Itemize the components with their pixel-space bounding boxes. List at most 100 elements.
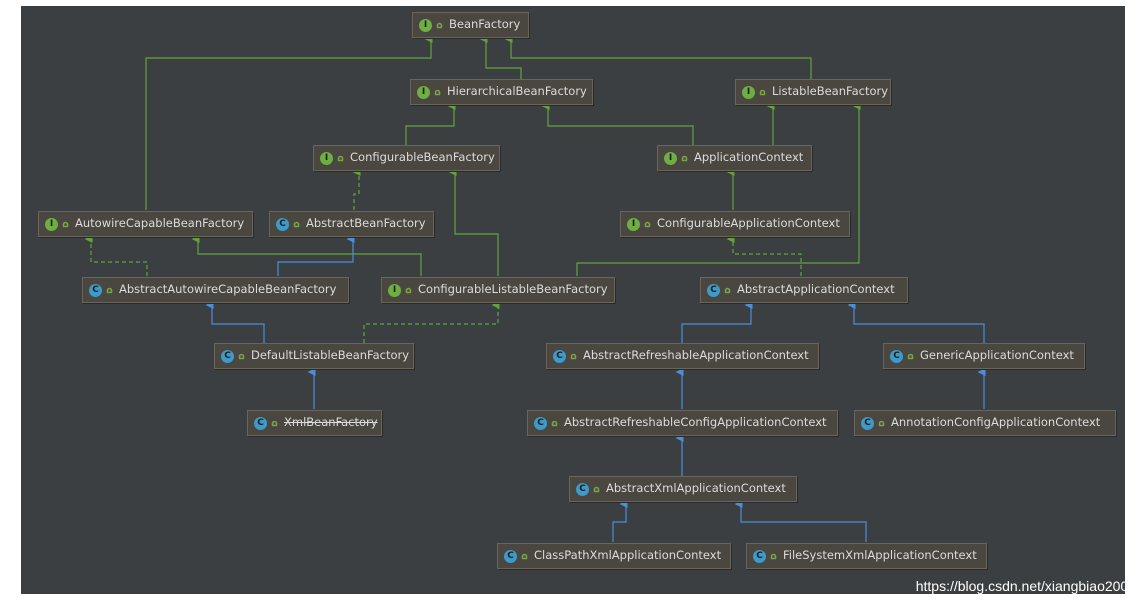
inheritance-edges xyxy=(84,35,986,542)
node-default-listable-bean-factory[interactable]: C DefaultListableBeanFactory xyxy=(214,343,414,369)
class-icon: C xyxy=(861,416,874,430)
class-icon: C xyxy=(576,482,589,496)
node-abstract-refreshable-application-context[interactable]: C AbstractRefreshableApplicationContext xyxy=(546,343,819,369)
class-icon: C xyxy=(276,217,289,231)
public-visibility-icon xyxy=(644,221,651,227)
public-visibility-icon xyxy=(405,287,412,293)
class-icon: C xyxy=(890,349,903,363)
node-abstract-application-context[interactable]: C AbstractApplicationContext xyxy=(700,277,908,303)
node-abstract-refreshable-config-application-context[interactable]: C AbstractRefreshableConfigApplicationCo… xyxy=(527,410,838,436)
interface-icon: I xyxy=(742,85,755,99)
class-icon: C xyxy=(221,349,234,363)
class-icon: C xyxy=(553,349,566,363)
edge-listable-to-beanfactory xyxy=(504,35,812,82)
edge-abstractautowire-to-autowire xyxy=(84,235,148,276)
node-label: FileSystemXmlApplicationContext xyxy=(783,548,977,563)
node-label: AbstractBeanFactory xyxy=(306,216,426,231)
interface-icon: I xyxy=(45,217,58,231)
interface-icon: I xyxy=(320,151,333,165)
node-abstract-bean-factory[interactable]: C AbstractBeanFactory xyxy=(269,211,434,237)
public-visibility-icon xyxy=(759,89,766,95)
diagram-canvas: I BeanFactory I HierarchicalBeanFactory … xyxy=(21,6,1125,594)
node-configurable-listable-bean-factory[interactable]: I ConfigurableListableBeanFactory xyxy=(381,277,615,303)
node-listable-bean-factory[interactable]: I ListableBeanFactory xyxy=(735,79,891,105)
class-icon: C xyxy=(504,549,517,563)
node-label: AbstractRefreshableApplicationContext xyxy=(583,348,809,363)
edge-configurablelistable-to-listable xyxy=(576,102,861,276)
public-visibility-icon xyxy=(238,353,245,359)
edge-abstractautowire-to-abstractbeanfactory xyxy=(277,235,355,276)
public-visibility-icon xyxy=(907,353,914,359)
node-abstract-autowire-capable-bean-factory[interactable]: C AbstractAutowireCapableBeanFactory xyxy=(82,277,349,303)
public-visibility-icon xyxy=(570,353,577,359)
class-icon: C xyxy=(89,283,102,297)
node-label: DefaultListableBeanFactory xyxy=(251,348,410,363)
edge-refreshable-to-abstractappcontext xyxy=(681,301,753,343)
class-icon: C xyxy=(254,416,267,430)
interface-icon: I xyxy=(419,18,432,32)
edge-abstractbeanfactory-to-configurable xyxy=(352,168,361,210)
node-label: ConfigurableBeanFactory xyxy=(350,150,495,165)
interface-icon: I xyxy=(627,217,640,231)
public-visibility-icon xyxy=(681,155,688,161)
node-label: AbstractRefreshableConfigApplicationCont… xyxy=(564,415,827,430)
interface-icon: I xyxy=(388,283,401,297)
class-icon: C xyxy=(707,283,720,297)
public-visibility-icon xyxy=(770,553,777,559)
node-label: ApplicationContext xyxy=(694,150,804,165)
watermark: https://blog.csdn.net/xiangbiao2009 xyxy=(915,578,1136,594)
edge-autowire-to-beanfactory xyxy=(145,35,433,210)
public-visibility-icon xyxy=(434,89,441,95)
public-visibility-icon xyxy=(62,221,69,227)
public-visibility-icon xyxy=(593,486,600,492)
edge-configurable-to-hierarchical xyxy=(405,102,456,148)
public-visibility-icon xyxy=(878,420,885,426)
class-icon: C xyxy=(534,416,547,430)
edge-defaultlistable-to-configurablelistable xyxy=(363,301,500,343)
public-visibility-icon xyxy=(337,155,344,161)
node-generic-application-context[interactable]: C GenericApplicationContext xyxy=(883,343,1085,369)
node-configurable-application-context[interactable]: I ConfigurableApplicationContext xyxy=(620,211,850,237)
node-annotation-config-application-context[interactable]: C AnnotationConfigApplicationContext xyxy=(854,410,1116,436)
node-hierarchical-bean-factory[interactable]: I HierarchicalBeanFactory xyxy=(410,79,593,105)
node-label: ConfigurableListableBeanFactory xyxy=(418,282,608,297)
node-configurable-bean-factory[interactable]: I ConfigurableBeanFactory xyxy=(313,145,500,171)
node-label: BeanFactory xyxy=(449,17,521,32)
public-visibility-icon xyxy=(106,287,113,293)
node-application-context[interactable]: I ApplicationContext xyxy=(657,145,812,171)
edge-abstractappcontext-to-configurableappcontext xyxy=(726,235,802,276)
node-label: GenericApplicationContext xyxy=(920,348,1074,363)
interface-icon: I xyxy=(417,85,430,99)
public-visibility-icon xyxy=(271,420,278,426)
node-label: ConfigurableApplicationContext xyxy=(657,216,840,231)
edge-configurablelistable-to-autowire xyxy=(191,235,422,276)
edge-configurablelistable-to-configurable xyxy=(448,168,499,276)
node-label: XmlBeanFactory xyxy=(284,415,378,430)
node-abstract-xml-application-context[interactable]: C AbstractXmlApplicationContext xyxy=(569,476,797,502)
node-label: AnnotationConfigApplicationContext xyxy=(891,415,1101,430)
node-label: HierarchicalBeanFactory xyxy=(447,84,587,99)
public-visibility-icon xyxy=(521,553,528,559)
edge-defaultlistable-to-abstractautowire xyxy=(205,301,265,343)
node-label: AbstractXmlApplicationContext xyxy=(606,481,786,496)
node-xml-bean-factory[interactable]: C XmlBeanFactory xyxy=(247,410,382,436)
edge-classpathxml-to-abstractxml xyxy=(612,500,628,542)
class-icon: C xyxy=(753,549,766,563)
edge-appcontext-to-hierarchical xyxy=(541,102,694,148)
public-visibility-icon xyxy=(551,420,558,426)
interface-icon: I xyxy=(664,151,677,165)
node-bean-factory[interactable]: I BeanFactory xyxy=(412,12,529,38)
node-label: ListableBeanFactory xyxy=(772,84,889,99)
node-label: ClassPathXmlApplicationContext xyxy=(534,548,722,563)
public-visibility-icon xyxy=(436,22,443,28)
public-visibility-icon xyxy=(293,221,300,227)
node-label: AbstractApplicationContext xyxy=(737,282,895,297)
edge-hierarchical-to-beanfactory xyxy=(479,35,522,82)
edge-generic-to-abstractappcontext xyxy=(847,301,985,343)
node-autowire-capable-bean-factory[interactable]: I AutowireCapableBeanFactory xyxy=(38,211,253,237)
public-visibility-icon xyxy=(724,287,731,293)
edge-filesystemxml-to-abstractxml xyxy=(734,500,867,542)
node-class-path-xml-application-context[interactable]: C ClassPathXmlApplicationContext xyxy=(497,543,731,569)
node-label: AutowireCapableBeanFactory xyxy=(75,216,245,231)
node-file-system-xml-application-context[interactable]: C FileSystemXmlApplicationContext xyxy=(746,543,987,569)
